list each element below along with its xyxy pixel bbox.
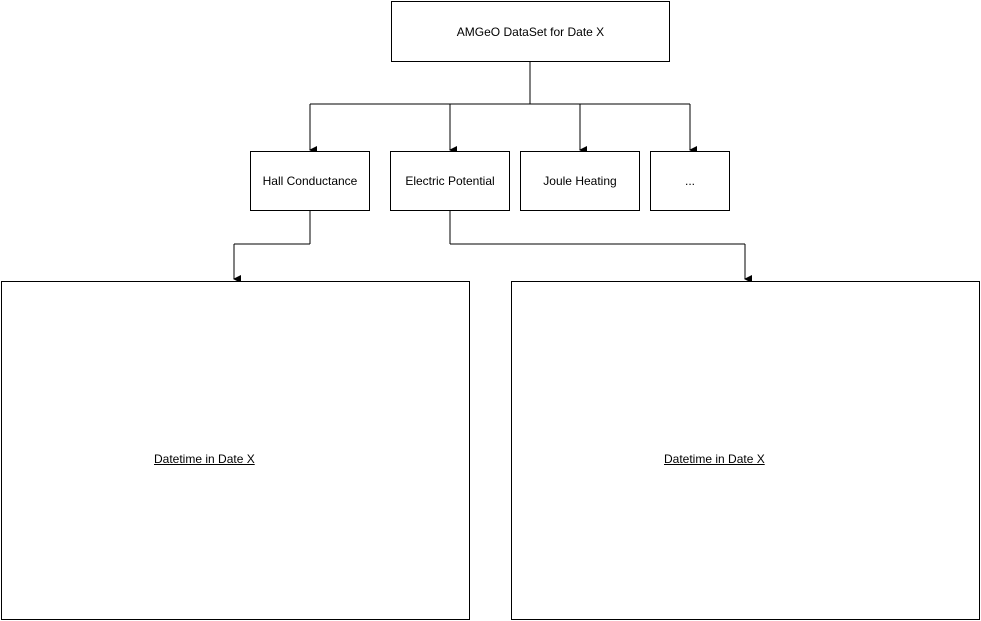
node-electric-potential[interactable]: Electric Potential xyxy=(390,151,510,211)
panel-electric-potential xyxy=(511,281,980,620)
node-hall-conductance[interactable]: Hall Conductance xyxy=(250,151,370,211)
node-joule-heating[interactable]: Joule Heating xyxy=(520,151,640,211)
node-label: Electric Potential xyxy=(405,174,495,188)
card-title: Datetime in Date X xyxy=(664,452,765,466)
node-label: Hall Conductance xyxy=(262,174,358,188)
root-node-label: AMGeO DataSet for Date X xyxy=(456,24,605,39)
node-label: Joule Heating xyxy=(543,174,617,188)
node-label: ... xyxy=(684,174,695,188)
card-title: Datetime in Date X xyxy=(154,452,255,466)
connectors xyxy=(233,62,752,283)
root-node[interactable]: AMGeO DataSet for Date X xyxy=(391,1,670,62)
panel-hall-conductance xyxy=(1,281,470,620)
node-more[interactable]: ... xyxy=(650,151,730,211)
